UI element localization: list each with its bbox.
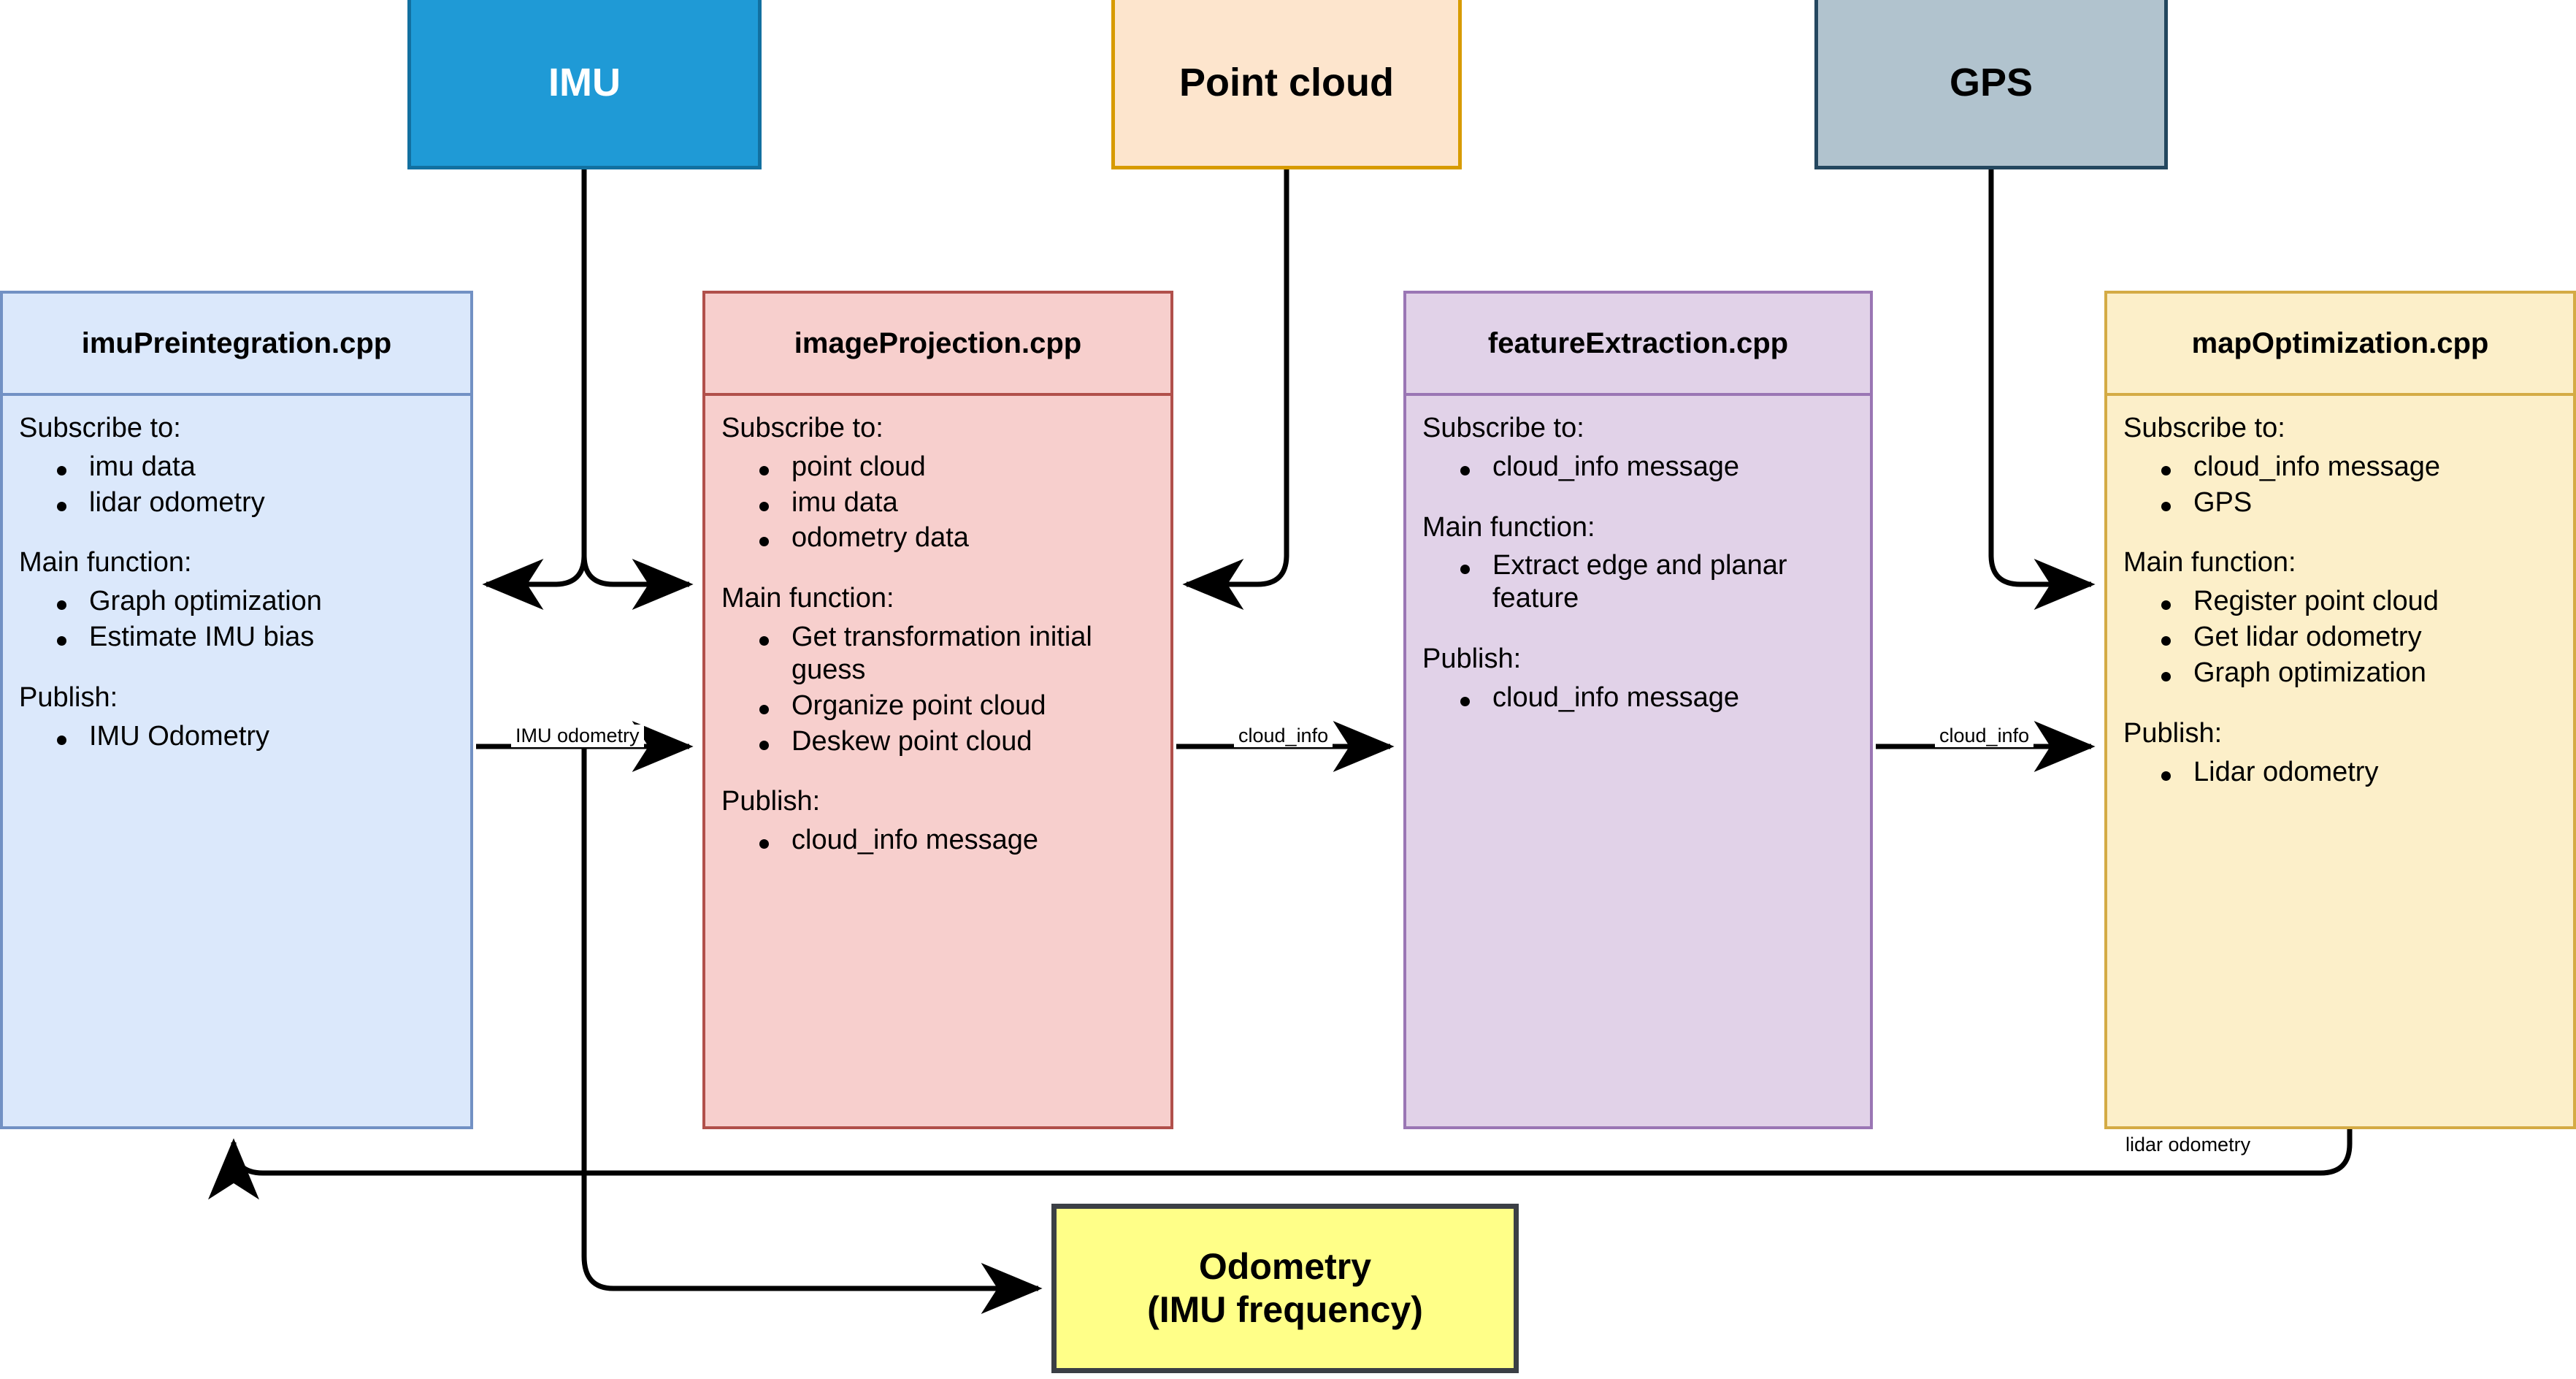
source-label-gps: GPS xyxy=(1949,60,2033,104)
section-list-subscribe: imu data lidar odometry xyxy=(3,451,470,519)
section-list-main-function: Graph optimization Estimate IMU bias xyxy=(3,585,470,654)
section-heading-publish: Publish: xyxy=(19,681,118,713)
spacer xyxy=(705,557,1170,582)
section-heading-publish: Publish: xyxy=(721,786,821,817)
list-item: cloud_info message xyxy=(1460,681,1857,714)
source-label-imu: IMU xyxy=(548,60,621,104)
edge-pointcloud-to-imageprojection xyxy=(1182,169,1289,610)
edge-imu-to-imageprojection xyxy=(581,169,694,610)
node-body-imageprojection: Subscribe to: point cloud imu data odome… xyxy=(705,396,1170,1126)
list-item: Organize point cloud xyxy=(759,690,1157,722)
spacer xyxy=(1406,618,1870,643)
node-title-featureextraction: featureExtraction.cpp xyxy=(1406,294,1870,396)
edge-label-lidar-odometry: lidar odometry xyxy=(2121,1134,2255,1156)
list-item: imu data xyxy=(759,486,1157,519)
edge-label-cloud-info-2: cloud_info xyxy=(1935,725,2034,747)
spacer xyxy=(3,522,470,546)
section-heading-main-function: Main function: xyxy=(1422,511,1595,543)
section-heading-subscribe: Subscribe to: xyxy=(2123,413,2285,443)
edge-mapoptimization-to-imupreintegration xyxy=(208,1129,2353,1200)
list-item: GPS xyxy=(2161,486,2560,519)
source-label-point-cloud: Point cloud xyxy=(1179,60,1394,104)
list-item: imu data xyxy=(57,451,457,484)
node-body-featureextraction: Subscribe to: cloud_info message Main fu… xyxy=(1406,396,1870,1126)
source-box-gps[interactable]: GPS xyxy=(1814,0,2168,169)
list-item: Extract edge and planar feature xyxy=(1460,549,1857,615)
section-list-publish: Lidar odometry xyxy=(2107,756,2573,789)
section-list-subscribe: point cloud imu data odometry data xyxy=(705,451,1170,554)
spacer xyxy=(705,760,1170,785)
section-list-main-function: Get transformation initial guess Organiz… xyxy=(705,621,1170,757)
list-item: cloud_info message xyxy=(2161,451,2560,484)
section-list-subscribe: cloud_info message GPS xyxy=(2107,451,2573,519)
list-item: Estimate IMU bias xyxy=(57,621,457,654)
section-list-main-function: Register point cloud Get lidar odometry … xyxy=(2107,585,2573,689)
section-heading-main-function: Main function: xyxy=(19,547,192,578)
node-title-imupreintegration: imuPreintegration.cpp xyxy=(3,294,470,396)
section-list-publish: cloud_info message xyxy=(705,824,1170,857)
section-list-subscribe: cloud_info message xyxy=(1406,451,1870,484)
section-heading-publish: Publish: xyxy=(1422,643,1522,675)
node-title-imageprojection: imageProjection.cpp xyxy=(705,294,1170,396)
list-item: Lidar odometry xyxy=(2161,756,2560,789)
list-item: cloud_info message xyxy=(1460,451,1857,484)
section-list-main-function: Extract edge and planar feature xyxy=(1406,549,1870,615)
list-item: Register point cloud xyxy=(2161,585,2560,618)
section-list-publish: IMU Odometry xyxy=(3,720,470,753)
spacer xyxy=(2107,522,2573,546)
edge-imu-to-imupreintegration xyxy=(482,169,587,610)
section-list-publish: cloud_info message xyxy=(1406,681,1870,714)
list-item: Graph optimization xyxy=(57,585,457,618)
list-item: Graph optimization xyxy=(2161,657,2560,690)
section-heading-subscribe: Subscribe to: xyxy=(1422,413,1584,443)
node-imageprojection[interactable]: imageProjection.cpp Subscribe to: point … xyxy=(702,291,1173,1129)
odometry-label-line1: Odometry xyxy=(1198,1246,1372,1287)
section-heading-main-function: Main function: xyxy=(721,583,894,614)
spacer xyxy=(3,657,470,681)
source-box-point-cloud[interactable]: Point cloud xyxy=(1111,0,1462,169)
edge-label-imu-odometry: IMU odometry xyxy=(511,725,644,747)
list-item: lidar odometry xyxy=(57,486,457,519)
list-item: Get lidar odometry xyxy=(2161,621,2560,654)
node-title-mapoptimization: mapOptimization.cpp xyxy=(2107,294,2573,396)
source-box-imu[interactable]: IMU xyxy=(407,0,762,169)
node-body-imupreintegration: Subscribe to: imu data lidar odometry Ma… xyxy=(3,396,470,1126)
node-mapoptimization[interactable]: mapOptimization.cpp Subscribe to: cloud_… xyxy=(2104,291,2576,1129)
list-item: odometry data xyxy=(759,522,1157,554)
section-heading-subscribe: Subscribe to: xyxy=(19,413,181,443)
list-item: Get transformation initial guess xyxy=(759,621,1157,687)
edge-label-cloud-info-1: cloud_info xyxy=(1234,725,1333,747)
sink-box-odometry[interactable]: Odometry (IMU frequency) xyxy=(1051,1204,1519,1373)
list-item: Deskew point cloud xyxy=(759,725,1157,758)
list-item: cloud_info message xyxy=(759,824,1157,857)
list-item: point cloud xyxy=(759,451,1157,484)
node-body-mapoptimization: Subscribe to: cloud_info message GPS Mai… xyxy=(2107,396,2573,1126)
list-item: IMU Odometry xyxy=(57,720,457,753)
section-heading-publish: Publish: xyxy=(2123,717,2223,749)
section-heading-subscribe: Subscribe to: xyxy=(721,413,883,443)
spacer xyxy=(2107,692,2573,717)
edge-gps-to-mapoptimization xyxy=(1988,169,2096,610)
spacer xyxy=(1406,486,1870,511)
node-imupreintegration[interactable]: imuPreintegration.cpp Subscribe to: imu … xyxy=(0,291,473,1129)
node-featureextraction[interactable]: featureExtraction.cpp Subscribe to: clou… xyxy=(1403,291,1873,1129)
odometry-label-line2: (IMU frequency) xyxy=(1147,1289,1423,1330)
section-heading-main-function: Main function: xyxy=(2123,547,2296,578)
